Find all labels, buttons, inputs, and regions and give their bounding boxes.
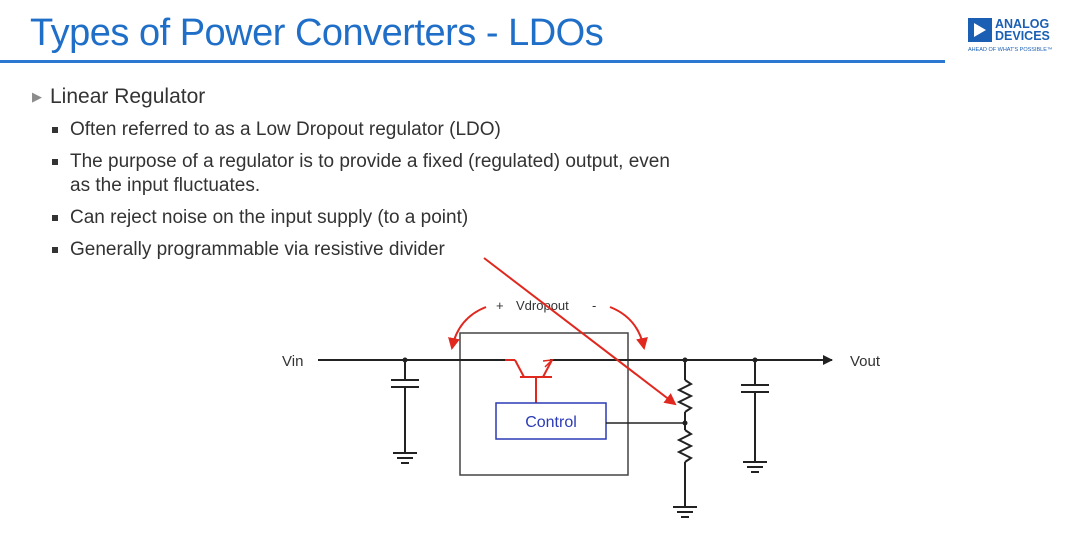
logo-tagline: AHEAD OF WHAT'S POSSIBLE™ xyxy=(968,47,1053,53)
bullet-list: Often referred to as a Low Dropout regul… xyxy=(50,118,670,270)
ldo-box xyxy=(459,332,629,476)
junction-dot xyxy=(752,357,758,363)
output-capacitor-icon xyxy=(741,360,769,473)
section-heading-text: Linear Regulator xyxy=(50,85,206,108)
triangle-logo-icon xyxy=(968,18,992,42)
input-capacitor-icon xyxy=(391,360,419,464)
control-block xyxy=(495,402,607,440)
analog-devices-logo: ANALOG DEVICES AHEAD OF WHAT'S POSSIBLE™ xyxy=(968,18,1068,60)
logo-line-1: ANALOG xyxy=(995,17,1050,31)
resistor-divider-icon xyxy=(673,360,697,518)
logo-line-2: DEVICES xyxy=(995,29,1050,43)
bullet-item: Can reject noise on the input supply (to… xyxy=(50,206,670,230)
junction-dot xyxy=(682,357,688,363)
control-label: Control xyxy=(525,414,577,431)
junction-dot xyxy=(682,420,688,426)
vdropout-right-arrow xyxy=(609,306,648,350)
pass-transistor-icon xyxy=(505,359,555,403)
section-heading: ▶ Linear Regulator xyxy=(32,85,205,109)
triangle-bullet-icon: ▶ xyxy=(32,89,42,104)
vout-label: Vout xyxy=(850,353,881,370)
vdropout-left-arrow xyxy=(448,306,487,350)
bullet-item: Generally programmable via resistive div… xyxy=(50,238,670,262)
vdropout-plus-sign: + xyxy=(496,298,504,313)
junction-dot xyxy=(402,357,408,363)
vin-label: Vin xyxy=(282,353,303,370)
title-underline xyxy=(0,60,945,63)
vdropout-minus-sign: - xyxy=(592,298,596,313)
bullet-item: Often referred to as a Low Dropout regul… xyxy=(50,118,670,142)
vdropout-label: Vdropout xyxy=(516,298,569,313)
bullet-item: The purpose of a regulator is to provide… xyxy=(50,150,670,198)
page-title: Types of Power Converters - LDOs xyxy=(30,12,604,54)
divider-pointer-arrow xyxy=(483,257,677,406)
